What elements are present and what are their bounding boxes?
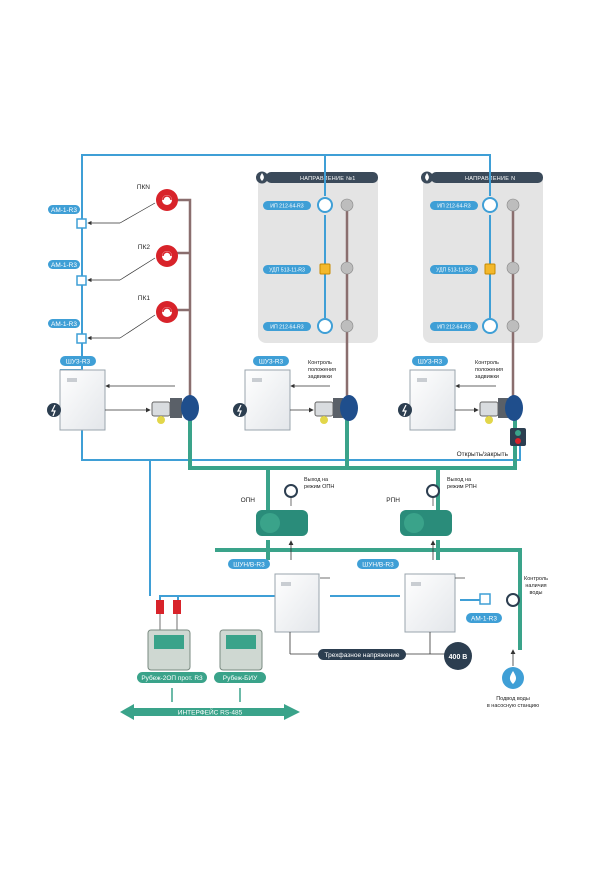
pk-label: ПК2 [138, 244, 150, 251]
pump-name: РПН [386, 497, 400, 504]
am-square [76, 275, 87, 286]
smoke-detector-icon [317, 318, 333, 334]
three-phase-supply: Трехфазное напряжение 400 В [290, 642, 472, 670]
water-sensor-icon [506, 593, 520, 607]
detector-label: УДП 513-11-R3 [436, 268, 472, 274]
open-close-label: Открыть/закрыть [457, 451, 509, 458]
valve-icon [170, 398, 182, 418]
sprinkler-icon [506, 261, 520, 275]
pk-label: ПК1 [138, 295, 150, 302]
valve-icon [498, 398, 508, 418]
direction-panel-n: НАПРАВЛЕНИЕ N [421, 171, 543, 343]
am-square [76, 333, 87, 344]
sprinkler-icon [340, 319, 354, 333]
motor-icon [181, 395, 199, 421]
sprinkler-icon [340, 261, 354, 275]
pressure-gauge-icon [426, 484, 440, 498]
am-label: АМ-1-R3 [51, 321, 77, 328]
rubezh-2op-label: Рубеж-2ОП прот. R3 [141, 674, 203, 682]
am-right-label: АМ-1-R3 [471, 616, 497, 623]
am-square [76, 218, 87, 229]
valve-icon [333, 398, 343, 418]
smoke-detector-icon [317, 197, 333, 213]
cabinet-label: ШУН/В-R3 [233, 562, 265, 569]
rs485-interface: ИНТЕРФЕЙС RS-485 [120, 688, 300, 720]
left-column: АМ-1-R3 АМ-1-R3 АМ-1-R3 ПКN ПК2 [48, 184, 178, 344]
rubezh-biu-label: Рубеж-БИУ [223, 674, 258, 682]
interface-label: ИНТЕРФЕЙС RS-485 [178, 708, 243, 717]
am-label: АМ-1-R3 [51, 262, 77, 269]
shun-cabinet-1: ШУН/В-R3 [228, 559, 330, 654]
pk-device-1: ПК1 [138, 295, 178, 323]
detector-label: ИП 212-64-R3 [270, 204, 304, 210]
am-label: АМ-1-R3 [51, 207, 77, 214]
pressure-gauge-icon [284, 484, 298, 498]
alarm-icon [173, 600, 181, 614]
three-phase-label: Трехфазное напряжение [325, 652, 400, 659]
cabinet-label: ШУЗ-R3 [66, 359, 91, 366]
detector-label: ИП 212-64-R3 [437, 325, 471, 331]
open-close-button: Открыть/закрыть [457, 428, 526, 458]
sprinkler-icon [506, 319, 520, 333]
direction-title-1: НАПРАВЛЕНИЕ №1 [300, 176, 356, 182]
direction-panel-1: НАПРАВЛЕНИЕ №1 [256, 171, 378, 343]
motor-icon [340, 395, 358, 421]
sprinkler-icon [340, 198, 354, 212]
pk-label: ПКN [137, 184, 150, 191]
am-square [479, 593, 491, 605]
shun-cabinet-2: ШУН/В-R3 [357, 559, 465, 654]
smoke-detector-icon [482, 318, 498, 334]
am-module-2: АМ-1-R3 [48, 260, 120, 286]
pk-device-n: ПКN [137, 184, 178, 211]
valve-assembly-1 [151, 395, 199, 424]
voltage-label: 400 В [449, 654, 468, 661]
detector-label: ИП 212-64-R3 [437, 204, 471, 210]
rubezh-biu: Рубеж-БИУ [214, 629, 266, 683]
power-icon [233, 403, 247, 417]
pump-name: ОПН [241, 497, 256, 504]
shue-cabinet-1: ШУЗ-R3 [47, 356, 175, 431]
valve-assembly-3 [479, 395, 523, 424]
detectors-direction-n: ИП 212-64-R3 УДП 513-11-R3 ИП 212-64-R3 [430, 197, 520, 334]
detectors-direction-1: ИП 212-64-R3 УДП 513-11-R3 ИП 212-64-R3 [263, 197, 354, 334]
motor-icon [505, 395, 523, 421]
voltage-badge [444, 642, 472, 670]
smoke-detector-icon [482, 197, 498, 213]
cabinet-label: ШУН/В-R3 [362, 562, 394, 569]
cabinet-label: ШУЗ-R3 [418, 359, 443, 366]
am-module-1: АМ-1-R3 [48, 205, 120, 229]
cabinet-label: ШУЗ-R3 [259, 359, 284, 366]
detector-label: УДП 513-11-R3 [269, 268, 305, 274]
manual-call-point-icon [484, 263, 496, 275]
alarm-icon [156, 600, 164, 614]
detector-label: ИП 212-64-R3 [270, 325, 304, 331]
valve-assembly-2 [314, 395, 358, 424]
rubezh-2op: Рубеж-2ОП прот. R3 [137, 600, 207, 683]
manual-call-point-icon [319, 263, 331, 275]
sprinkler-icon [506, 198, 520, 212]
power-icon [47, 403, 61, 417]
pk-device-2: ПК2 [138, 244, 178, 267]
direction-header-n [431, 172, 543, 183]
power-icon [398, 403, 412, 417]
direction-header-1 [266, 172, 378, 183]
am-module-3: АМ-1-R3 [48, 319, 120, 344]
